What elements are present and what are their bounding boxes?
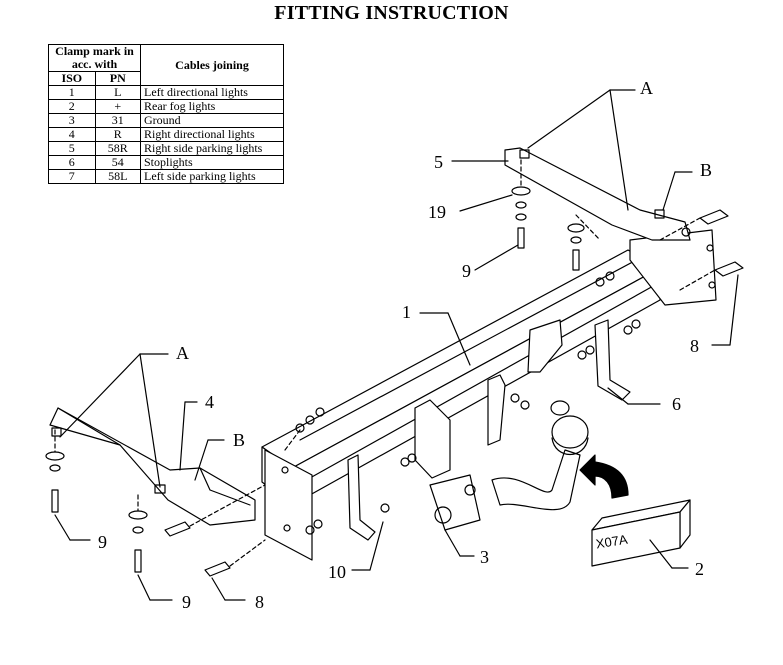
label-a-left: A — [176, 343, 189, 363]
label-6: 6 — [672, 394, 681, 414]
left-mounting-plate — [264, 449, 313, 561]
label-10: 10 — [328, 562, 346, 582]
ball-neck — [491, 400, 589, 511]
label-9-bottom: 9 — [182, 592, 191, 612]
label-8-bottom: 8 — [255, 592, 264, 612]
label-9-top: 9 — [462, 261, 471, 281]
cable-joining-table: Clamp mark in acc. with Cables joining I… — [48, 44, 284, 184]
electrical-socket — [429, 474, 481, 531]
leader-lines — [54, 89, 739, 601]
beam-tabs — [414, 319, 563, 479]
table-row: 7 58L Left side parking lights — [48, 169, 284, 184]
pn-header: PN — [94, 71, 142, 86]
label-8-right: 8 — [690, 336, 699, 356]
label-1: 1 — [402, 302, 411, 322]
clamp-mark-header: Clamp mark in acc. with — [48, 44, 141, 72]
bolts-and-washers — [45, 186, 744, 577]
l-brackets — [347, 319, 631, 541]
box-label: X07A — [595, 532, 629, 552]
assembly-lines — [54, 159, 716, 567]
table-row: 5 58R Right side parking lights — [48, 141, 284, 156]
label-5: 5 — [434, 152, 443, 172]
page-title: FITTING INSTRUCTION — [274, 2, 509, 24]
label-9-left: 9 — [98, 532, 107, 552]
label-2: 2 — [695, 559, 704, 579]
left-bracket — [49, 407, 256, 526]
table-row: 4 R Right directional lights — [48, 127, 284, 142]
right-bracket — [504, 147, 691, 241]
table-row: 2 + Rear fog lights — [48, 99, 284, 114]
table-row: 6 54 Stoplights — [48, 155, 284, 170]
label-a-top: A — [640, 78, 653, 98]
part-box — [591, 499, 691, 567]
right-mounting-plate — [629, 229, 717, 306]
label-3: 3 — [480, 547, 489, 567]
label-b-right: B — [700, 160, 712, 180]
label-b-left: B — [233, 430, 245, 450]
direction-arrow — [579, 454, 629, 499]
label-4: 4 — [205, 392, 214, 412]
label-19: 19 — [428, 202, 446, 222]
callout-labels: A B 5 19 9 1 8 6 A 4 B 9 9 8 10 3 2 — [98, 78, 712, 612]
